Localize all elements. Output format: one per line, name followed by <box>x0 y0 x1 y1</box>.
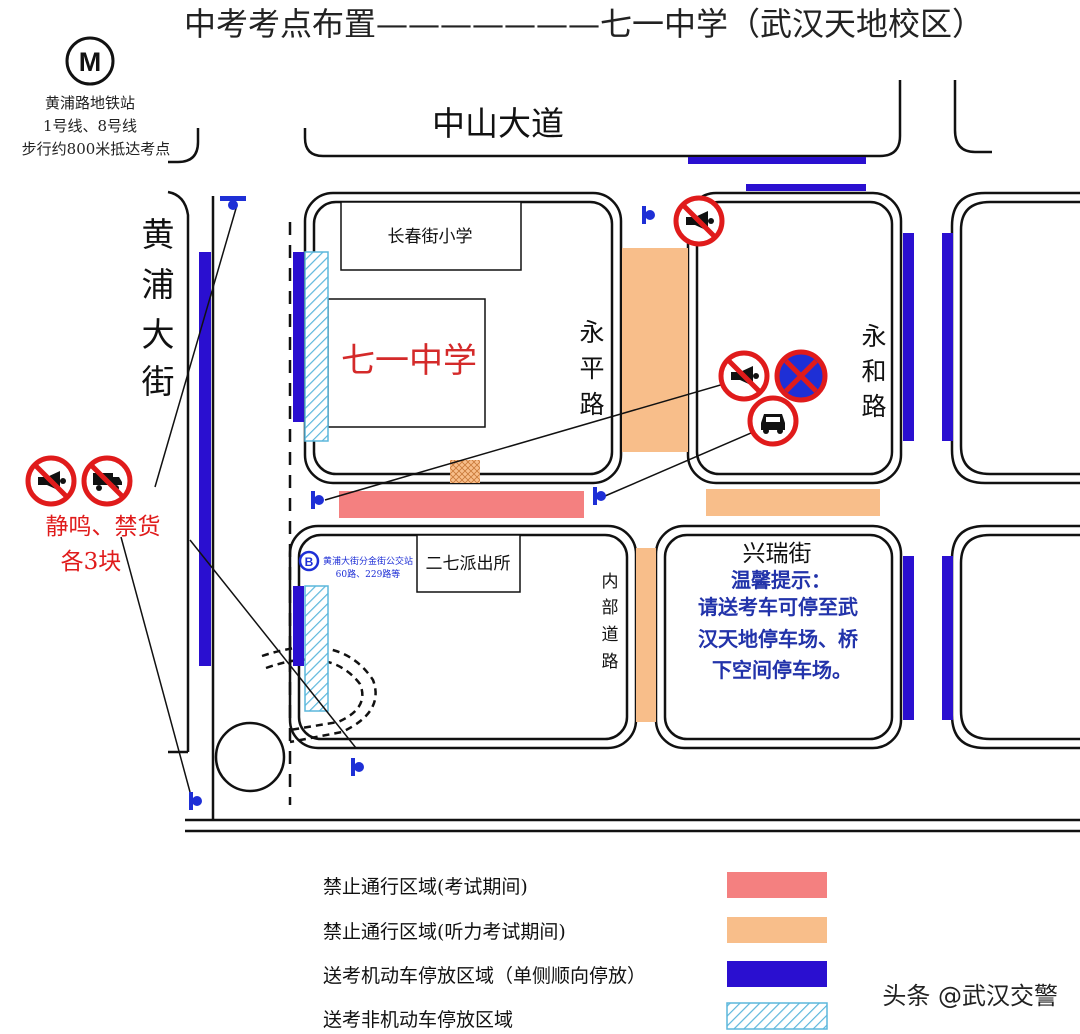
no-car-sign-icon <box>750 398 796 444</box>
no-pass-zone-listening-yongping <box>622 248 688 452</box>
legend-label: 禁止通行区域(考试期间) <box>323 876 528 898</box>
police-station-building <box>416 534 521 593</box>
bus-stop-symbol: B <box>305 555 314 569</box>
bus-stop-icon: B <box>298 550 320 572</box>
road-label-yongping-char: 永 <box>579 318 604 347</box>
no-honking-sign-icon <box>721 353 767 399</box>
road-label-inner-char: 路 <box>602 652 619 672</box>
qiyi-school-label: 七一中学 <box>341 341 477 381</box>
road-label-huangpu-char: 街 <box>142 362 175 401</box>
road-label-yonghe-char: 永 <box>861 322 886 351</box>
no-honking-sign-icon <box>676 198 722 244</box>
legend-swatch-bike-parking <box>726 1002 828 1030</box>
metro-walk-distance: 步行约800米抵达考点 <box>22 140 171 158</box>
no-pass-zone-listening-xingrui <box>706 489 880 516</box>
road-label-yonghe: 永 和 路 <box>861 322 886 421</box>
road-label-yonghe-char: 路 <box>861 392 886 421</box>
no-truck-sign-icon <box>84 458 130 504</box>
road-label-yonghe-char: 和 <box>861 357 886 386</box>
metro-icon: M <box>65 36 115 86</box>
sign-leader-lines <box>120 204 766 793</box>
no-honking-sign-icon <box>28 458 74 504</box>
road-label-xingrui: 兴瑞街 <box>743 541 812 567</box>
bus-stop-lines: 60路、229路等 <box>336 568 401 580</box>
legend-swatch-no-pass-listening <box>727 917 827 943</box>
road-label-yongping-char: 平 <box>579 354 604 383</box>
legend-label: 送考机动车停放区域（单侧顺向停放） <box>323 965 646 987</box>
legend-label: 送考非机动车停放区域 <box>323 1009 513 1031</box>
road-label-huangpu-char: 大 <box>142 315 175 354</box>
road-label-huangpu-char: 黄 <box>142 215 175 254</box>
crosswalk-zone <box>450 460 480 483</box>
road-label-inner: 内 部 道 路 <box>602 572 619 672</box>
bike-parking-zone-south <box>304 585 329 712</box>
map-title: 中考考点布置———————七一中学（武汉天地校区） <box>184 5 984 43</box>
police-station-label: 二七派出所 <box>426 554 511 574</box>
road-label-yongping: 永 平 路 <box>579 318 604 419</box>
bike-parking-zone-north <box>304 251 329 442</box>
no-stopping-sign-icon <box>777 352 825 400</box>
tip-line: 汉天地停车场、桥 <box>698 627 859 651</box>
road-label-inner-char: 部 <box>602 598 619 618</box>
no-pass-zone-listening-inner <box>636 548 656 722</box>
metro-lines: 1号线、8号线 <box>43 117 137 135</box>
road-label-inner-char: 内 <box>602 572 619 592</box>
tip-title: 温馨提示： <box>731 568 831 592</box>
metro-symbol: M <box>79 47 102 77</box>
tip-line: 下空间停车场。 <box>712 658 852 682</box>
car-parking-zones <box>199 157 953 720</box>
no-pass-zone-exam <box>339 491 584 518</box>
legend: 禁止通行区域(考试期间) 禁止通行区域(听力考试期间) 送考机动车停放区域（单侧… <box>323 872 828 1031</box>
watermark: 头条 @武汉交警 <box>882 982 1058 1010</box>
road-label-huangpu: 黄 浦 大 街 <box>142 215 175 401</box>
changchun-school-building <box>340 201 522 271</box>
bus-stop-name: 黄浦大街分金街公交站 <box>323 555 413 567</box>
metro-station-name: 黄浦路地铁站 <box>45 94 135 112</box>
legend-swatch-no-pass <box>727 872 827 898</box>
changchun-school-label: 长春街小学 <box>388 227 473 247</box>
sign-note-line1: 静鸣、禁货 <box>46 514 161 540</box>
road-label-huangpu-char: 浦 <box>142 265 175 304</box>
tip-line: 请送考车可停至武 <box>698 595 858 619</box>
road-label-yongping-char: 路 <box>579 390 604 419</box>
legend-swatch-car-parking <box>727 961 827 987</box>
legend-label: 禁止通行区域(听力考试期间) <box>323 921 566 943</box>
road-label-inner-char: 道 <box>602 625 619 645</box>
sign-note-line2: 各3块 <box>61 549 122 575</box>
road-label-zhongshan: 中山大道 <box>432 104 564 143</box>
